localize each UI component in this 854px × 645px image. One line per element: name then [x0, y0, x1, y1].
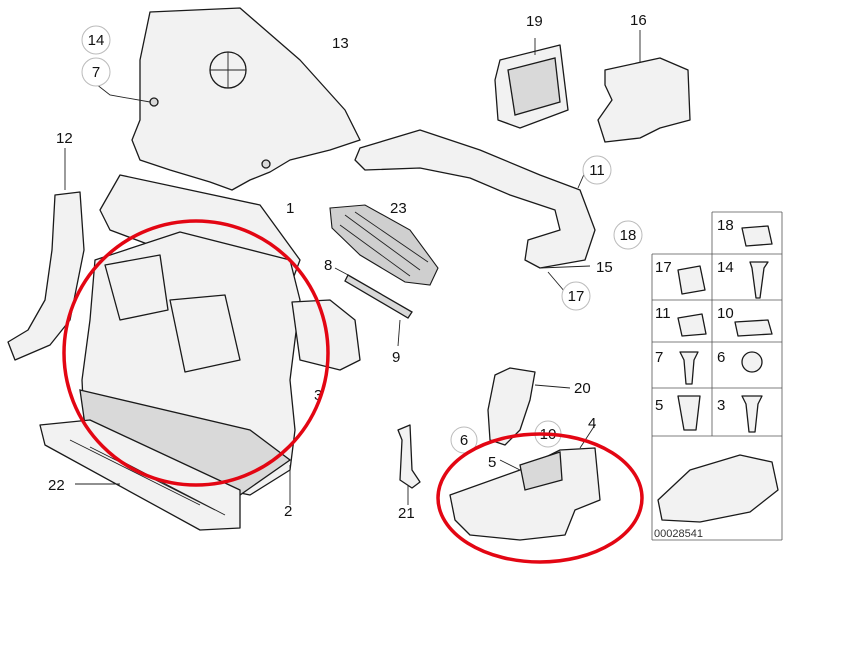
clip-17-icon	[677, 265, 706, 295]
part-19-bracket	[494, 44, 569, 129]
callout-18: 18	[620, 227, 637, 244]
nut-6-icon	[741, 351, 763, 373]
callout-2: 2	[284, 503, 292, 520]
legend-18-label: 18	[717, 217, 734, 234]
clip-18-icon	[741, 225, 773, 247]
part-4-lower-duct	[449, 447, 601, 541]
legend-5-label: 5	[655, 397, 663, 414]
legend-3-label: 3	[717, 397, 725, 414]
part-12-left-duct	[7, 191, 85, 361]
part-23-grille	[329, 204, 439, 286]
nut-10-icon	[734, 319, 773, 337]
legend-10-label: 10	[717, 305, 734, 322]
callout-22: 22	[48, 477, 65, 494]
diagram-code: 00028541	[654, 528, 703, 540]
legend-17-label: 17	[655, 259, 672, 276]
clip-11-icon	[677, 313, 707, 337]
callout-21: 21	[398, 505, 415, 522]
callout-5: 5	[488, 454, 496, 471]
screw-14-icon	[749, 261, 769, 299]
callout-12: 12	[56, 130, 73, 147]
callout-labels: 14 7 13 12 1 23 8 9 3 2 22 19 16 11 18 1…	[48, 12, 647, 522]
part-21-bracket	[397, 424, 421, 489]
part-16-small-duct	[597, 57, 691, 143]
callout-6: 6	[460, 432, 468, 449]
part-9-strip	[344, 274, 413, 319]
part-20-hose	[487, 367, 536, 446]
small-parts-legend: 18 17 14 11 10 7 6 5 3 00028541	[651, 211, 783, 541]
callout-8: 8	[324, 257, 332, 274]
callout-7: 7	[92, 64, 100, 81]
callout-4: 4	[588, 415, 596, 432]
callout-16: 16	[630, 12, 647, 29]
legend-14-label: 14	[717, 259, 734, 276]
callout-20: 20	[574, 380, 591, 397]
leader-lines	[64, 30, 641, 505]
legend-6-label: 6	[717, 349, 725, 366]
callout-13: 13	[332, 35, 349, 52]
screw-3-icon	[741, 395, 763, 433]
legend-11-label: 11	[655, 305, 671, 322]
part-2-shroud	[79, 231, 301, 496]
highlight-ring-lower-duct	[436, 432, 644, 564]
callout-9: 9	[392, 349, 400, 366]
callout-19: 19	[526, 13, 543, 30]
car-silhouette-icon	[657, 454, 779, 523]
expanding-nut-5-icon	[677, 395, 701, 431]
callout-11: 11	[589, 162, 605, 179]
callout-23: 23	[390, 200, 407, 217]
highlight-ring-shroud	[62, 219, 330, 487]
callout-1: 1	[286, 200, 294, 217]
callout-14: 14	[88, 32, 105, 49]
legend-7-label: 7	[655, 349, 663, 366]
screw-7-icon	[679, 351, 699, 385]
callout-15: 15	[596, 259, 613, 276]
part-15-upper-duct	[354, 129, 596, 269]
part-13-upper-cover	[131, 7, 361, 191]
callout-17: 17	[568, 288, 585, 305]
callout-3: 3	[314, 387, 322, 404]
